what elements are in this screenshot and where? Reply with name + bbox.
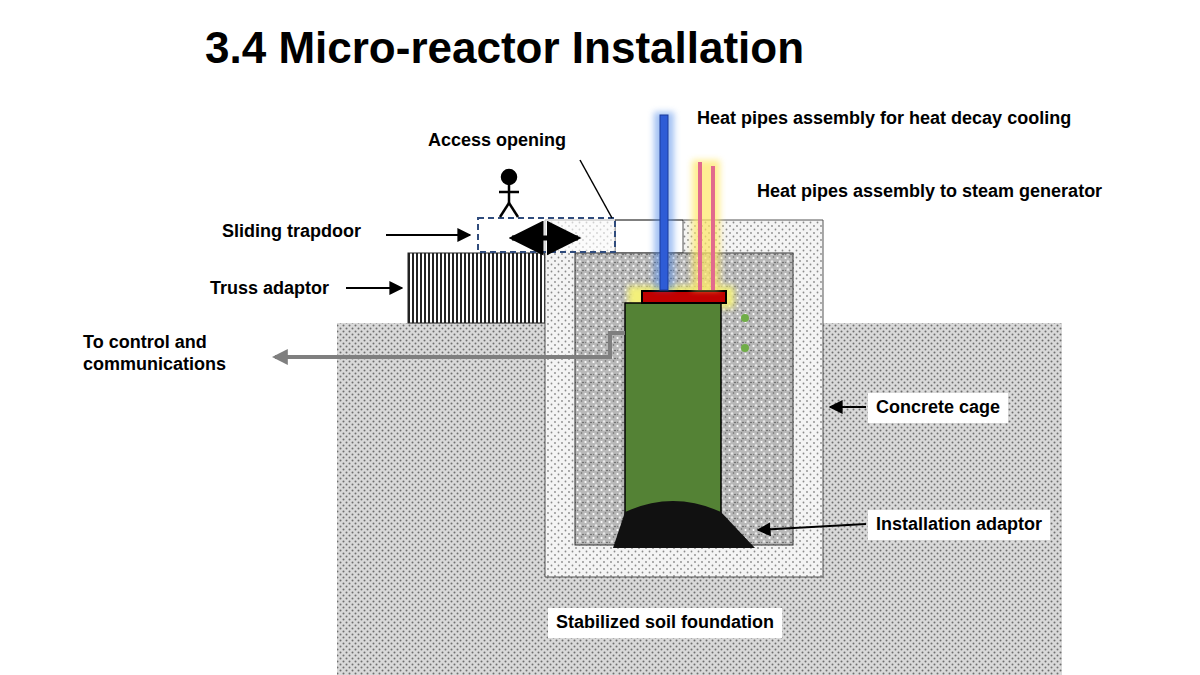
- pipe-glow: [692, 160, 720, 290]
- sliding-trapdoor: [478, 218, 615, 252]
- part-label: Stabilized soil foundation: [548, 608, 782, 638]
- concrete-cage: [545, 220, 823, 577]
- reactor-vessel: [625, 303, 721, 530]
- part-label: Installation adaptor: [868, 510, 1050, 540]
- steam-heat-pipe: [711, 166, 715, 290]
- slide-arrow: [512, 236, 578, 241]
- person-figure: [499, 170, 519, 217]
- reactor-nub: [741, 314, 749, 322]
- reactor-head: [642, 291, 726, 303]
- slide-title: 3.4 Micro-reactor Installation: [205, 22, 804, 75]
- part-label: Sliding trapdoor: [222, 221, 361, 243]
- part-label: Truss adaptor: [210, 278, 329, 300]
- leader-arrow: [830, 406, 866, 408]
- control-line: [275, 333, 625, 357]
- part-label: Access opening: [428, 130, 566, 152]
- leader-arrow: [386, 234, 470, 236]
- installation-adaptor: [613, 501, 755, 548]
- part-label: To control and communications: [83, 332, 258, 375]
- part-label: Concrete cage: [868, 393, 1008, 423]
- pipe-glow: [654, 112, 674, 290]
- part-label: Heat pipes assembly for heat decay cooli…: [697, 108, 1071, 130]
- reactor-nub: [741, 344, 749, 352]
- truss-adaptor: [408, 253, 548, 323]
- part-label: Heat pipes assembly to steam generator: [757, 181, 1102, 203]
- leader-arrow: [758, 524, 866, 530]
- steam-heat-pipe: [698, 162, 702, 290]
- leader-arrow: [346, 287, 402, 289]
- granular-fill: [575, 253, 793, 545]
- leader-line: [580, 160, 612, 218]
- decay-heat-pipe: [660, 115, 668, 290]
